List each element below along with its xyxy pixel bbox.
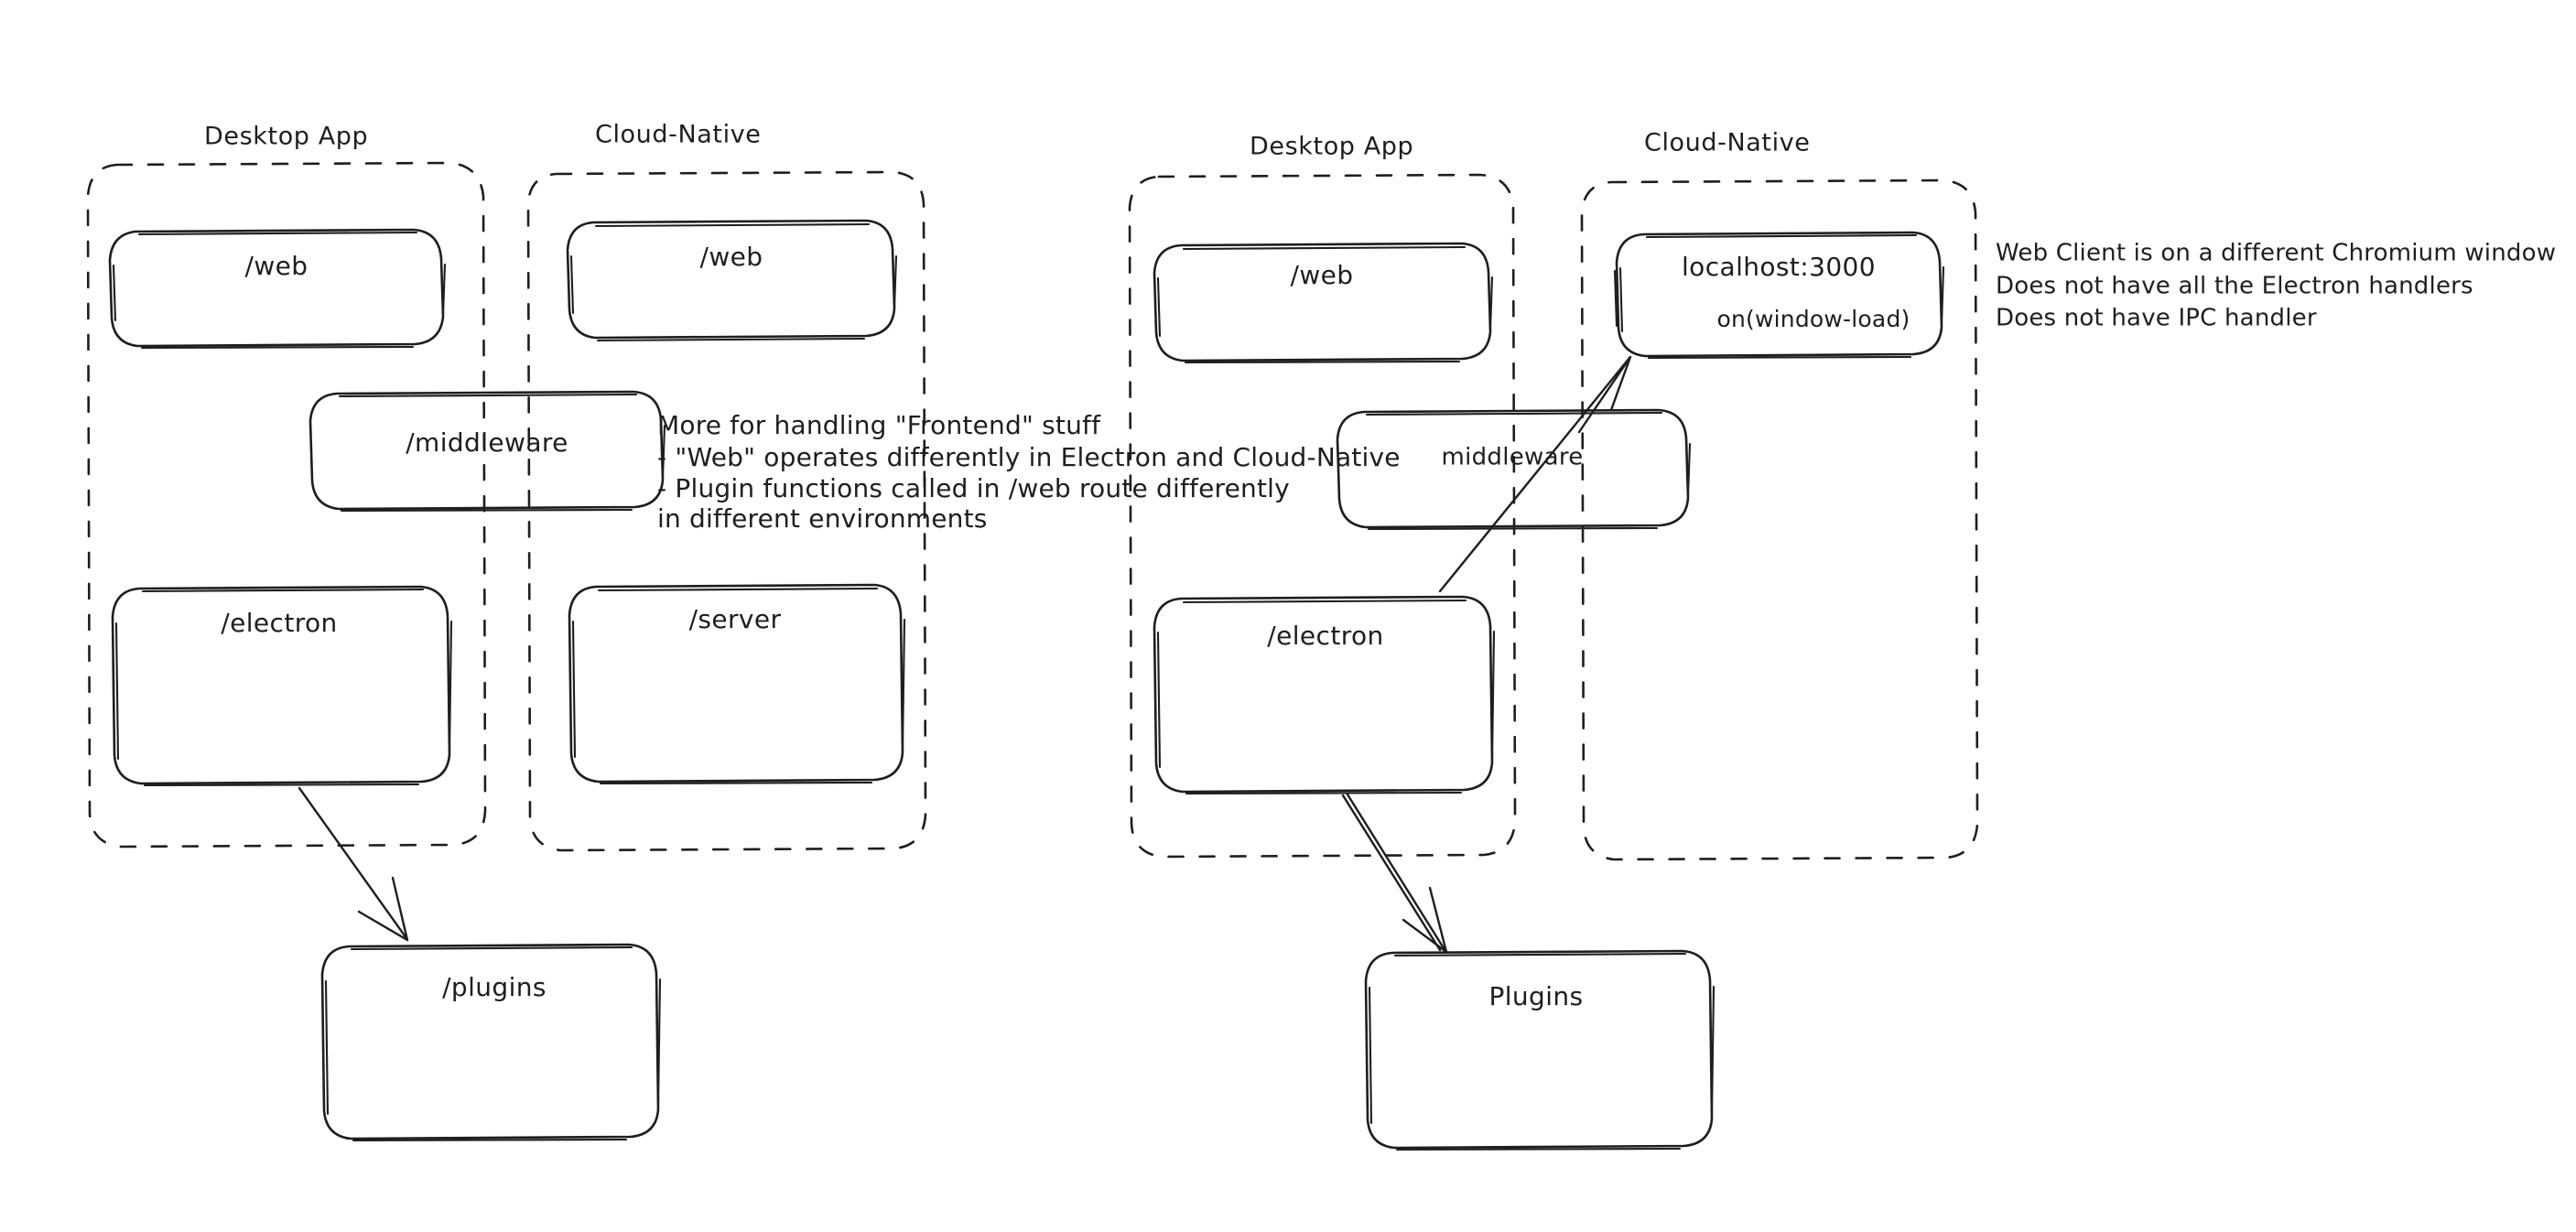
box-outline-sketch-overlay <box>1365 411 1692 531</box>
dashed-container-outline <box>86 161 487 848</box>
box-outline <box>1153 595 1494 794</box>
box-label: /middleware <box>406 427 568 458</box>
box-outline-sketch-overlay <box>569 222 898 342</box>
box-left-electron[interactable]: /electron <box>111 585 453 787</box>
box-left-plugins[interactable]: /plugins <box>320 943 662 1142</box>
note-line: Does not have all the Electron handlers <box>1996 273 2473 300</box>
arrow-head <box>1402 886 1448 954</box>
arrow-head <box>357 876 409 942</box>
arrow-right-electron-to-plugins <box>1341 793 1448 954</box>
box-right-plugins[interactable]: Plugins <box>1364 949 1716 1151</box>
box-right-localhost[interactable]: localhost:3000 on(window-load) <box>1613 231 1945 360</box>
box-outline <box>320 943 660 1140</box>
box-outline-sketch-overlay <box>1368 952 1716 1151</box>
box-right-middleware[interactable]: middleware <box>1336 408 1692 531</box>
box-label: /web <box>700 242 763 272</box>
box-right-electron[interactable]: /electron <box>1153 595 1496 795</box>
box-left-server[interactable]: /server <box>568 583 906 785</box>
note-line: in different environments <box>657 503 988 534</box>
arrow-right-electron-to-localhost <box>1438 355 1632 593</box>
group-right-desktop-app: Desktop App <box>1128 133 1517 859</box>
box-label: Plugins <box>1488 981 1583 1011</box>
box-sublabel: on(window-load) <box>1717 306 1910 332</box>
box-left-web-desktop[interactable]: /web <box>108 228 447 350</box>
group-left-desktop-app: Desktop App <box>86 123 487 848</box>
note-line: - "Web" operates differently in Electron… <box>657 442 1401 472</box>
arrow-head <box>1577 355 1632 434</box>
box-label: /plugins <box>442 972 547 1002</box>
box-label: /web <box>245 251 308 281</box>
box-outline <box>1153 242 1492 362</box>
group-title-right-cloud-native: Cloud-Native <box>1644 129 1811 157</box>
box-outline <box>566 219 896 340</box>
group-title-left-desktop-app: Desktop App <box>204 123 368 151</box>
box-outline-sketch-overlay <box>112 231 447 350</box>
group-title-right-desktop-app: Desktop App <box>1250 133 1413 161</box>
box-outline <box>108 228 445 348</box>
box-outline-sketch-overlay <box>114 588 453 787</box>
annotation-frontend-note: More for handling "Frontend" stuff - "We… <box>657 410 1401 534</box>
arrow-left-electron-to-plugins <box>298 786 409 942</box>
box-label: /server <box>689 604 782 634</box>
group-right-cloud-native: Cloud-Native <box>1580 129 1979 861</box>
box-outline-sketch-overlay <box>324 946 662 1142</box>
dashed-container-outline <box>1580 178 1979 861</box>
box-outline-sketch-overlay <box>1613 233 1945 360</box>
arrow-shaft-double <box>1346 793 1447 953</box>
dashed-container-outline <box>526 170 927 852</box>
box-label: /electron <box>1267 621 1383 651</box>
group-left-cloud-native: Cloud-Native <box>526 121 927 852</box>
box-label: middleware <box>1441 444 1583 471</box>
dashed-container-outline <box>1128 173 1517 859</box>
annotation-web-client-note: Web Client is on a different Chromium wi… <box>1996 240 2556 332</box>
arrow-shaft <box>1341 794 1442 952</box>
box-outline <box>1364 949 1714 1150</box>
arrow-shaft <box>298 786 408 940</box>
note-line: Web Client is on a different Chromium wi… <box>1996 240 2556 267</box>
box-left-middleware[interactable]: /middleware <box>308 390 666 513</box>
box-outline-sketch-overlay <box>571 587 906 785</box>
box-label: /web <box>1291 260 1354 290</box>
box-outline <box>1615 231 1943 358</box>
box-outline-sketch-overlay <box>338 393 666 513</box>
box-label: localhost:3000 <box>1682 252 1876 282</box>
box-outline <box>308 390 665 511</box>
box-outline <box>568 583 904 784</box>
note-line: Does not have IPC handler <box>1996 305 2317 332</box>
note-line: - Plugin functions called in /web route … <box>657 473 1290 503</box>
box-left-web-cloud[interactable]: /web <box>566 219 898 342</box>
box-outline <box>111 585 451 785</box>
group-title-left-cloud-native: Cloud-Native <box>595 121 762 149</box>
box-outline <box>1336 408 1690 529</box>
box-outline-sketch-overlay <box>1156 599 1496 795</box>
box-label: /electron <box>221 608 337 638</box>
arrow-shaft <box>1438 356 1631 593</box>
note-line: More for handling "Frontend" stuff <box>657 410 1101 440</box>
box-right-web-desktop[interactable]: /web <box>1153 242 1494 364</box>
box-outline-sketch-overlay <box>1156 245 1494 364</box>
